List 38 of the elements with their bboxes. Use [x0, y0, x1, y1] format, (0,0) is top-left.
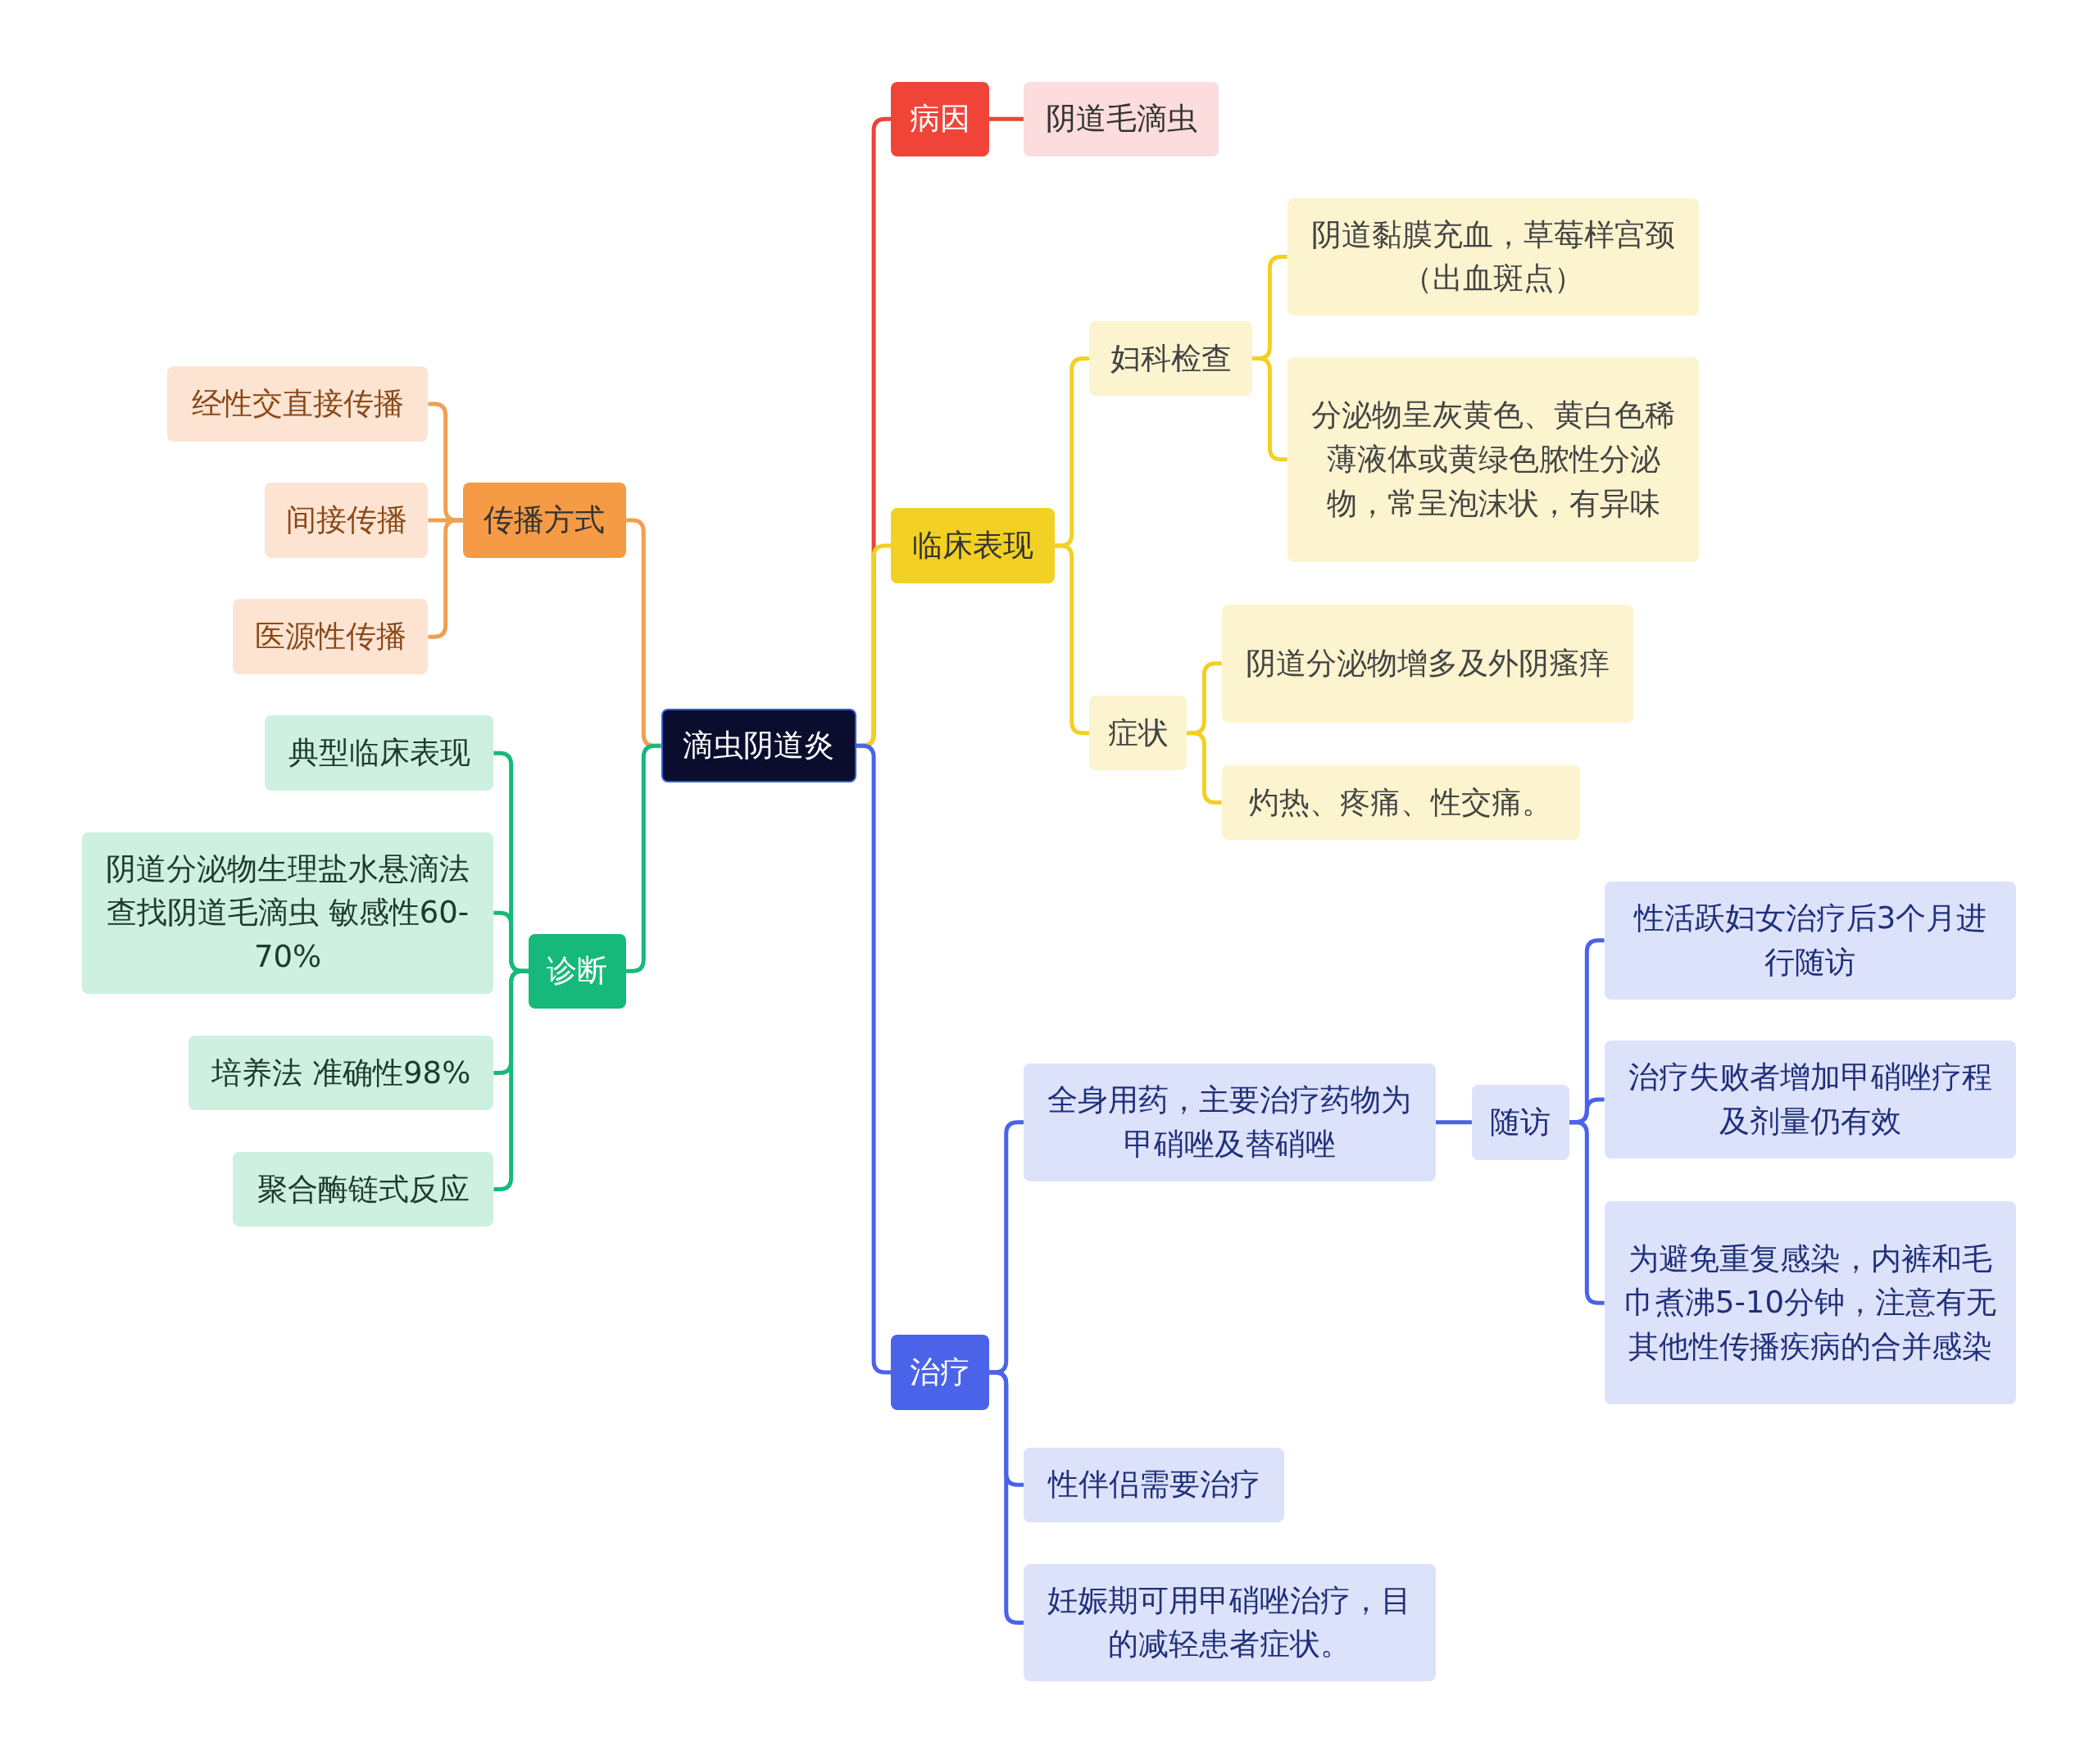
connector-line	[626, 743, 661, 973]
connector-line	[988, 1370, 1024, 1625]
leaf-box: 为避免重复感染，内裤和毛巾煮沸5-10分钟，注意有无其他性传播疾病的合并感染	[1604, 1201, 2017, 1405]
leaf-box: 阴道分泌物生理盐水悬滴法查找阴道毛滴虫 敏感性60-70%	[81, 832, 494, 995]
leaf-box: 全身用药，主要治疗药物为甲硝唑及替硝唑	[1023, 1063, 1436, 1181]
branch-box: 传播方式	[462, 483, 627, 558]
leaf-box: 阴道黏膜充血，草莓样宫颈（出血斑点）	[1287, 197, 1700, 316]
sub-branch-box: 症状	[1088, 695, 1188, 771]
leaf-box: 典型临床表现	[265, 715, 494, 791]
connector-line	[1054, 543, 1089, 736]
connector-line	[988, 116, 1024, 121]
leaf-box: 灼热、疼痛、性交痛。	[1221, 764, 1581, 841]
leaf-box: 性活跃妇女治疗后3个月进行随访	[1604, 881, 2017, 1000]
leaf-box: 治疗失败者增加甲硝唑疗程及剂量仍有效	[1604, 1041, 2017, 1159]
central-topic-box: 滴虫阴道炎	[661, 709, 856, 783]
branch-box: 病因	[891, 81, 989, 156]
branch-box: 治疗	[891, 1335, 989, 1410]
leaf-box: 间接传播	[265, 483, 429, 558]
leaf-box: 阴道毛滴虫	[1023, 81, 1219, 156]
connector-line	[1252, 356, 1287, 462]
leaf-box: 经性交直接传播	[167, 366, 429, 442]
connector-line	[1435, 1120, 1472, 1125]
connector-line	[493, 968, 529, 1191]
leaf-box: 阴道分泌物增多及外阴瘙痒	[1221, 604, 1634, 723]
leaf-box: 聚合酶链式反应	[233, 1151, 494, 1227]
leaf-box: 妊娠期可用甲硝唑治疗，目的减轻患者症状。	[1023, 1563, 1436, 1682]
connector-line	[1187, 731, 1222, 805]
branch-box: 临床表现	[891, 508, 1055, 583]
leaf-box: 分泌物呈灰黄色、黄白色稀薄液体或黄绿色脓性分泌物，常呈泡沫状，有异味	[1287, 356, 1700, 562]
leaf-box: 培养法 准确性98%	[188, 1035, 494, 1111]
leaf-box: 医源性传播	[233, 599, 429, 674]
sub-branch-box: 随访	[1471, 1085, 1570, 1160]
connector-line	[1569, 1120, 1605, 1305]
sub-branch-box: 妇科检查	[1088, 320, 1253, 397]
branch-box: 诊断	[528, 933, 627, 1009]
connector-line	[428, 518, 463, 639]
connector-line	[856, 743, 892, 1375]
leaf-box: 性伴侣需要治疗	[1023, 1447, 1285, 1522]
